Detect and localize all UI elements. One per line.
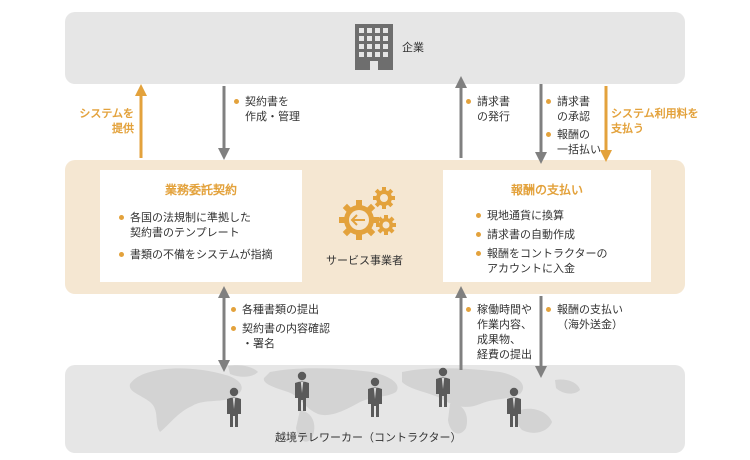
card-contract-title: 業務委託契約: [164, 183, 237, 197]
person-icon: [507, 387, 521, 427]
card-payment-item: 報酬をコントラクターの アカウントに入金: [475, 246, 608, 276]
label-provide-system: システムを 提供: [79, 107, 134, 135]
card-payment: 報酬の支払い 現地通貨に換算 請求書の自動作成 報酬をコントラクターの アカウン…: [443, 170, 651, 282]
contractor-label: 越境テレワーカー（コントラクター）: [275, 431, 462, 444]
card-payment-item: 現地通貨に換算: [475, 208, 608, 223]
person-icon: [295, 371, 309, 411]
person-icon: [436, 367, 450, 407]
card-contract-item: 書類の不備をシステムが指摘: [118, 247, 273, 262]
label-submit-hours: 稼働時間や 作業内容、 成果物、 経費の提出: [465, 302, 532, 369]
label-overseas-pay: 報酬の支払い （海外送金）: [545, 302, 623, 339]
card-contract-item: 各国の法規制に準拠した 契約書のテンプレート: [118, 210, 273, 240]
label-contract-doc: 契約書を 作成・管理: [233, 94, 300, 131]
provider-label: サービス事業者: [326, 254, 403, 267]
person-icon: [227, 387, 241, 427]
company-label: 企業: [402, 41, 424, 54]
card-contract: 業務委託契約 各国の法規制に準拠した 契約書のテンプレート 書類の不備をシステム…: [100, 170, 302, 282]
label-invoice-issue: 請求書 の発行: [465, 94, 510, 131]
card-payment-item: 請求書の自動作成: [475, 227, 608, 242]
label-invoice-approve: 請求書 の承認 報酬の 一括払い: [545, 94, 601, 164]
card-payment-title: 報酬の支払い: [510, 183, 583, 197]
person-icon: [368, 377, 382, 417]
label-submit-docs: 各種書類の提出 契約書の内容確認 ・署名: [230, 302, 330, 358]
label-usage-fee: システム利用料を 支払う: [611, 107, 699, 135]
